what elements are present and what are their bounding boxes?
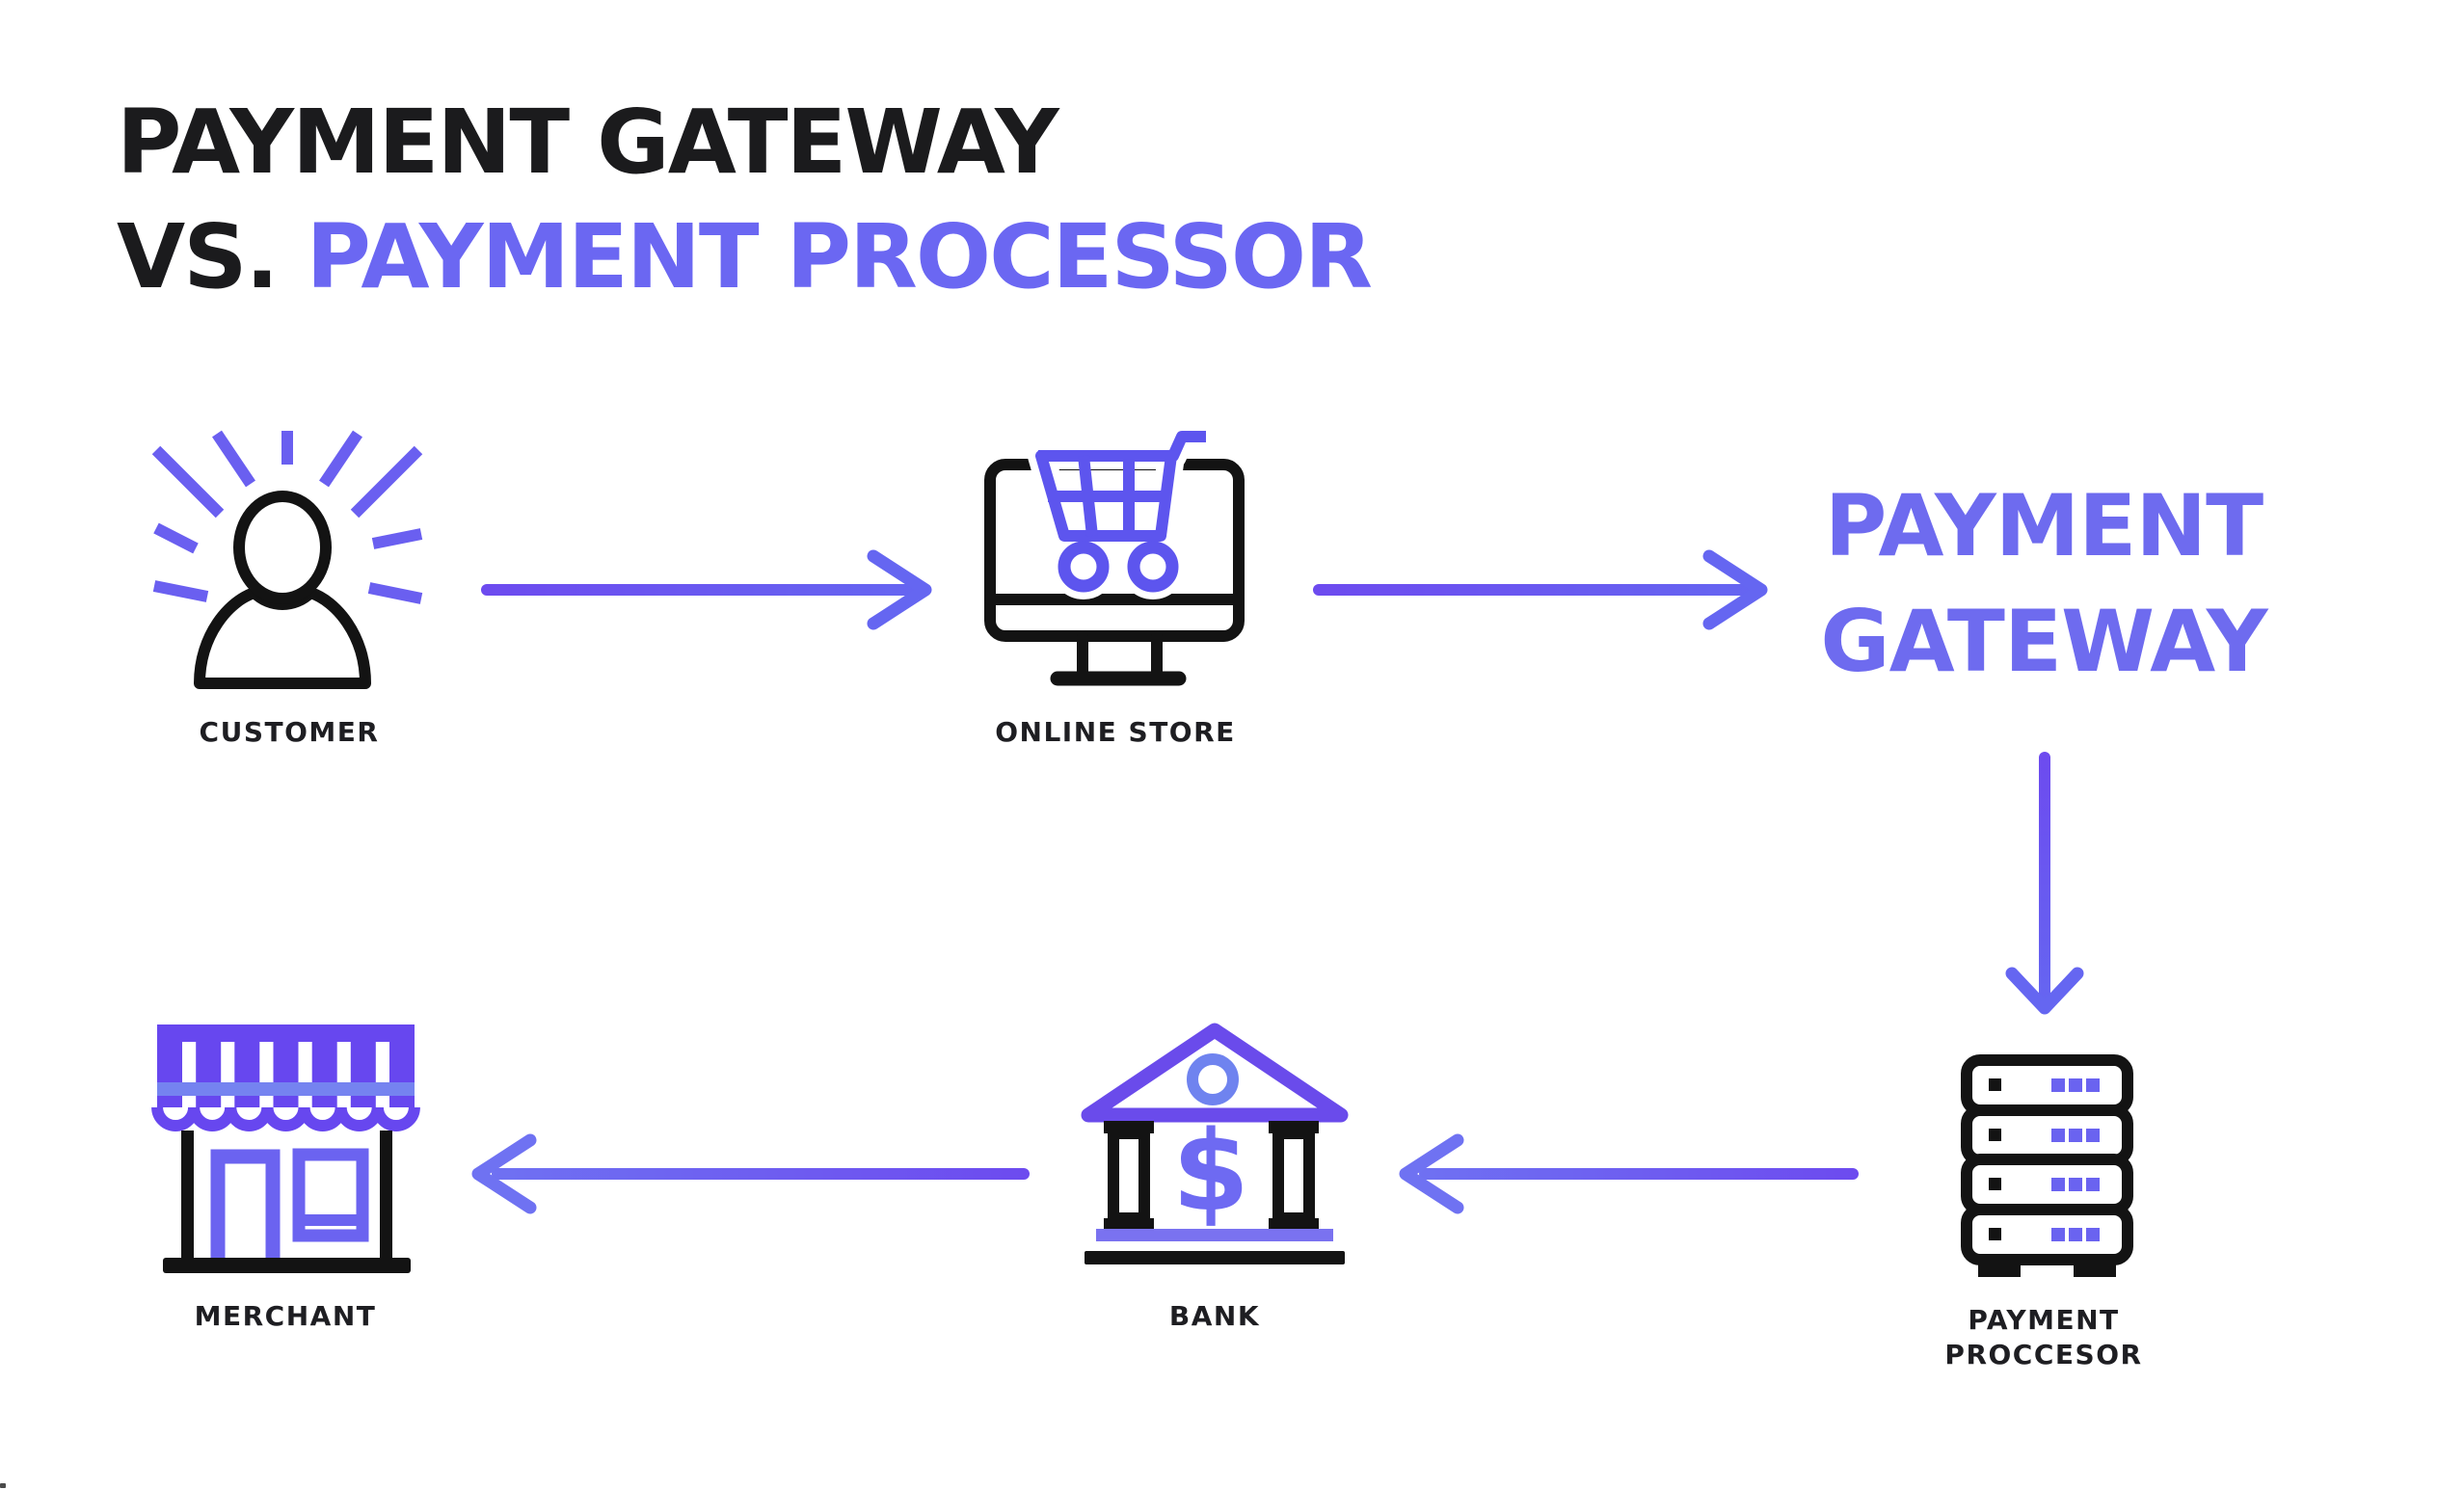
title-vs-prefix: VS. (117, 205, 307, 308)
title-line-2: VS. PAYMENT PROCESSOR (117, 200, 1373, 314)
window-icon (292, 1148, 369, 1242)
corner-artifact (0, 1483, 6, 1488)
merchant-icon storefront-icon (151, 1024, 420, 1273)
customer-label: CUSTOMER (199, 716, 380, 748)
bank-base-purple (1096, 1229, 1333, 1241)
online-store-label: ONLINE STORE (995, 716, 1236, 748)
door-icon (210, 1149, 281, 1258)
arrow-processor-to-bank (1399, 1133, 1859, 1214)
payment-processor-icon server-rack-icon (1961, 1054, 2133, 1277)
arrow-gateway-to-processor (2005, 752, 2084, 1015)
title-line-1: PAYMENT GATEWAY (117, 91, 1059, 194)
payment-gateway-line-1: PAYMENT (1824, 476, 2263, 575)
online-store-icon (984, 423, 1245, 686)
payment-processor-label-line-2: PROCCESOR (1944, 1339, 2143, 1370)
payment-processor-label: PAYMENT PROCCESOR (1874, 1303, 2213, 1372)
payment-processor-label-line-1: PAYMENT (1968, 1304, 2120, 1336)
arrow-online-store-to-gateway (1313, 549, 1768, 630)
bank-label: BANK (1168, 1300, 1261, 1332)
title-highlight: PAYMENT PROCESSOR (306, 205, 1372, 308)
dollar-sign-icon: $ (1172, 1107, 1249, 1237)
customer-icon (151, 430, 423, 689)
awning-icon (151, 1024, 420, 1131)
bank-pediment-circle (1187, 1053, 1239, 1105)
rays-burst-icon (151, 430, 423, 604)
merchant-label: MERCHANT (194, 1300, 377, 1332)
bank-icon: $ (1081, 1023, 1349, 1264)
server-leds (1989, 1078, 2100, 1241)
payment-gateway-line-2: GATEWAY (1820, 592, 2267, 691)
shopping-cart-icon (1035, 431, 1206, 593)
diagram-title: PAYMENT GATEWAY VS. PAYMENT PROCESSOR (117, 85, 1373, 314)
payment-gateway-node: PAYMENT GATEWAY (1812, 468, 2275, 700)
bank-base-black (1085, 1251, 1345, 1264)
arrow-bank-to-merchant (471, 1133, 1030, 1214)
bank-columns (1104, 1121, 1319, 1231)
server-feet (1978, 1264, 2116, 1277)
arrow-customer-to-online-store (481, 549, 932, 630)
store-walls (163, 1131, 411, 1273)
person-icon (194, 491, 371, 689)
